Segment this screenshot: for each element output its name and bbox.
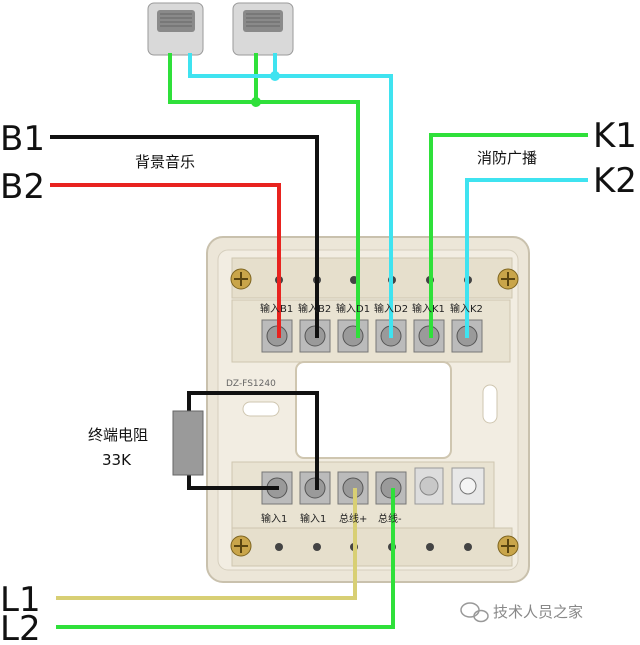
module-model: DZ-FS1240	[226, 379, 276, 389]
caption-background-music: 背景音乐	[135, 153, 195, 171]
corner-screw-bottom-left	[230, 535, 252, 557]
l1-wire	[56, 488, 357, 600]
watermark-text: 技术人员之家	[493, 603, 583, 621]
terminal-resistor	[172, 410, 204, 476]
caption-resistor-value: 33K	[102, 451, 132, 469]
b1-wire	[50, 135, 319, 338]
terminal-label-bus-minus: 总线-	[378, 512, 402, 525]
terminal-label-b2: 输入B2	[298, 302, 331, 315]
speaker-1	[147, 2, 204, 56]
terminal-label-d1: 输入D1	[336, 302, 370, 315]
test-button	[451, 467, 485, 505]
label-b1: B1	[0, 119, 45, 159]
k1-wire	[429, 133, 588, 338]
indicator-led	[414, 467, 444, 505]
k2-wire	[465, 178, 588, 338]
watermark: 技术人员之家	[460, 602, 583, 623]
speaker-green-wire	[168, 53, 360, 338]
terminal-label-d2: 输入D2	[374, 302, 408, 315]
terminal-label-k1: 输入K1	[412, 302, 445, 315]
label-l1: L1	[0, 580, 41, 620]
b2-wire	[50, 183, 281, 338]
corner-screw-bottom-right	[497, 535, 519, 557]
corner-screw-top-right	[497, 268, 519, 290]
terminal-label-b1: 输入B1	[260, 302, 293, 315]
speaker-2	[232, 2, 294, 56]
label-k1: K1	[593, 116, 637, 156]
speaker-cyan-wire	[188, 53, 393, 338]
wechat-icon	[460, 602, 489, 623]
caption-resistor-name: 终端电阻	[88, 426, 148, 444]
terminal-label-in1b: 输入1	[300, 512, 326, 525]
terminal-label-k2: 输入K2	[450, 302, 483, 315]
wires	[50, 53, 588, 629]
label-k2: K2	[593, 161, 637, 201]
resistor-wire-loop	[187, 391, 319, 490]
terminal-label-in1a: 输入1	[261, 512, 287, 525]
l2-wire	[56, 488, 395, 629]
label-b2: B2	[0, 167, 45, 207]
corner-screw-top-left	[230, 268, 252, 290]
caption-fire-broadcast: 消防广播	[477, 149, 537, 167]
label-l2: L2	[0, 609, 41, 645]
module-body	[206, 236, 530, 583]
terminal-screw-d1	[337, 319, 369, 353]
terminal-label-bus-plus: 总线+	[339, 512, 367, 525]
